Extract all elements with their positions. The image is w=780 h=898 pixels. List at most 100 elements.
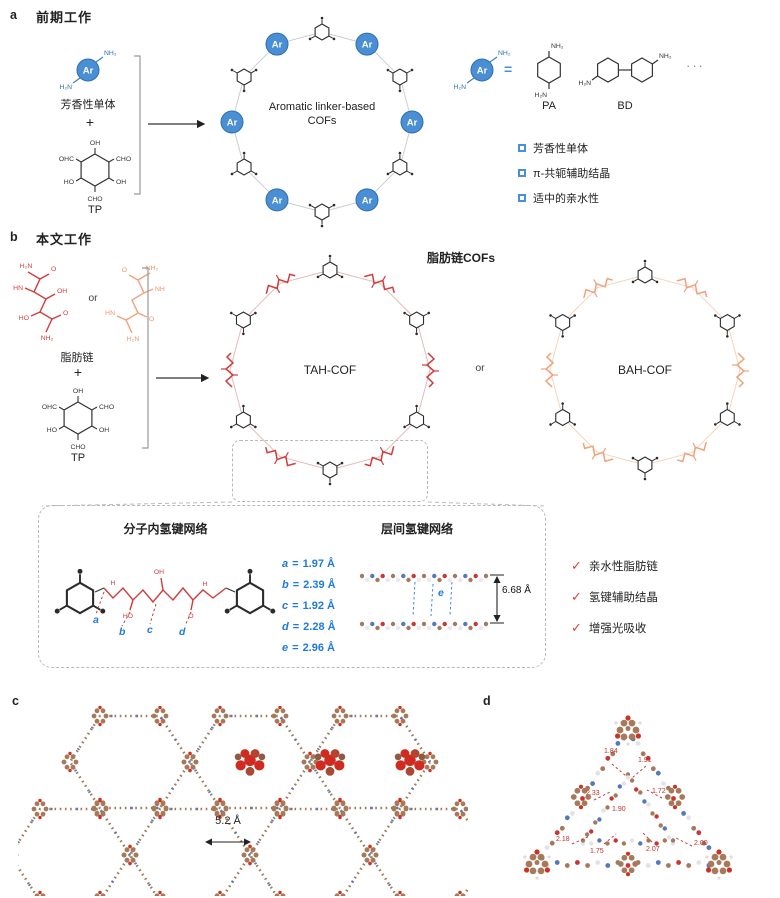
atom-dot: [380, 573, 385, 579]
interlayer-art: [359, 573, 489, 631]
h2n-label: H₂N: [20, 263, 33, 270]
atom-dot: [564, 863, 570, 868]
bond-letter: c: [282, 600, 289, 612]
nh-label: NH: [155, 286, 165, 293]
nh2-label: NH₂: [41, 335, 54, 342]
atom-dot: [706, 845, 712, 850]
hn-label: HN: [13, 285, 23, 292]
nh2-label: NH₂: [498, 50, 511, 57]
nh2-label: NH₂: [551, 43, 564, 50]
atom-dot: [601, 808, 606, 813]
atom-dot: [385, 577, 390, 583]
atom-dot: [483, 621, 489, 627]
hbond-distance: 2.33: [586, 790, 600, 797]
plus-sign: +: [73, 364, 83, 380]
aliphatic-caption: 脂肪链: [60, 352, 94, 364]
atom-dot: [635, 741, 641, 746]
atom-dot: [447, 577, 452, 583]
atom-dot: [605, 863, 611, 868]
atom-dot: [478, 577, 483, 583]
ball-ring: [18, 844, 19, 866]
atom-dot: [645, 863, 651, 868]
bond-letter-a: a: [93, 614, 99, 626]
family-caption: 脂肪链COFs: [427, 251, 496, 265]
inset-art: OH HO O H H: [53, 567, 504, 631]
hbond-distance-item: d = 2.28 Å: [282, 621, 336, 633]
feature-bullet: 芳香性单体: [518, 140, 588, 156]
ball-ring: [391, 705, 409, 727]
atom-dot: [634, 787, 639, 792]
bd-caption: BD: [617, 100, 633, 112]
atom-dot: [385, 625, 390, 631]
ar-node: [355, 32, 379, 56]
tp-node: [308, 203, 336, 228]
framework-bonds: [18, 807, 132, 896]
interlayer-hbond: [430, 583, 434, 617]
tp-structure: [41, 387, 115, 452]
atom-dot: [463, 573, 468, 579]
atom-dot: [375, 577, 380, 583]
h2n-label: H₂N: [127, 336, 140, 343]
atom-dot: [458, 625, 463, 631]
ball-ring: [451, 890, 468, 896]
square-bullet-icon: [518, 169, 526, 177]
o-label: O: [149, 316, 154, 323]
tp-structure: [58, 139, 132, 204]
atom-dot: [359, 573, 365, 579]
panel-d-label: d: [483, 694, 491, 708]
oh-label: OH: [154, 569, 164, 576]
feature-bullet: 适中的亲水性: [518, 190, 599, 206]
atom-dot: [696, 860, 702, 865]
atom-dot: [432, 621, 437, 627]
bond-length: 1.97 Å: [302, 558, 335, 570]
atom-dot: [473, 621, 478, 627]
ball-ring: [151, 705, 169, 727]
atom-dot: [452, 621, 458, 627]
inset-box: [38, 505, 546, 668]
interlayer-hbond: [449, 581, 453, 617]
equals-sign: =: [292, 600, 299, 612]
fragment-callout-box: [232, 440, 428, 502]
atom-dot: [681, 811, 686, 816]
aromatic-monomer-structure: H₂N NH₂: [60, 50, 117, 91]
bah-cof-ring: [540, 259, 750, 481]
nh2-label: NH₂: [104, 50, 117, 57]
panel-a-label: a: [10, 8, 17, 22]
framework-n-atoms: [68, 714, 192, 810]
check-icon: ✓: [571, 558, 582, 573]
ball-ring: [61, 751, 79, 773]
atom-dot: [615, 741, 621, 746]
atom-dot: [638, 841, 643, 846]
ball-ring: [451, 798, 468, 820]
atom-dot: [590, 781, 595, 786]
ball-ring: [91, 890, 109, 896]
o-label: O: [188, 613, 193, 620]
atom-dot: [483, 573, 489, 579]
equals-sign: =: [292, 558, 299, 570]
interlayer-hbond: [412, 581, 416, 617]
atom-dot: [411, 621, 416, 627]
atom-dot: [605, 841, 610, 846]
pore-triangle-art: [523, 715, 733, 880]
atom-dot: [421, 621, 427, 627]
atom-dot: [625, 775, 631, 780]
h2n-label: H₂N: [579, 80, 592, 87]
atom-dot: [380, 621, 385, 627]
panel-a-art: H₂N NH₂ H₂N NH₂ NH₂ H₂N: [58, 16, 672, 228]
atom-dot: [468, 577, 473, 583]
ball-ring: [211, 890, 229, 896]
atom-dot: [609, 796, 614, 801]
atom-dot: [365, 577, 370, 583]
atom-dot: [597, 817, 602, 822]
framework-n-atoms: [368, 807, 468, 896]
advantage-item: ✓ 氢键辅助结晶: [571, 589, 658, 605]
tp-caption: TP: [87, 204, 103, 216]
or-label: or: [88, 292, 98, 304]
framework-bonds: [368, 807, 468, 896]
hbond-distance: 1.72: [652, 788, 666, 795]
atom-dot: [589, 829, 594, 834]
atom-dot: [585, 863, 590, 868]
tp-caption: TP: [70, 452, 86, 464]
pore-width-annotation: 5.2 Å: [215, 815, 241, 827]
